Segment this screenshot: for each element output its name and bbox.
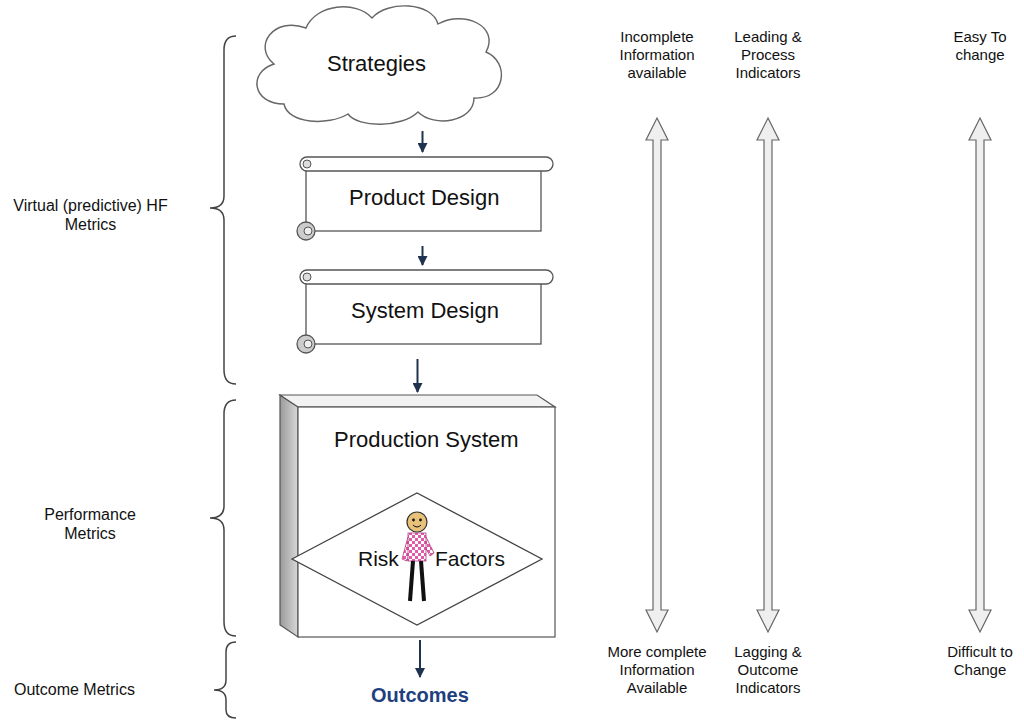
strategy-cloud: Strategies <box>244 0 510 128</box>
risk-diamond: Risk Factors <box>292 493 542 625</box>
double-arrow <box>969 118 991 632</box>
flow-arrow <box>422 131 424 152</box>
curly-bracket <box>214 642 236 718</box>
flow-arrow <box>417 359 419 392</box>
double-arrow <box>757 118 779 632</box>
outcome-text-node: Outcomes <box>345 680 495 712</box>
curly-bracket <box>210 36 236 384</box>
side-label: Performance Metrics <box>30 505 150 543</box>
design-scroll: Product Design <box>290 155 555 243</box>
node-text: Strategies <box>327 51 426 77</box>
side-label: Easy To change <box>942 28 1018 64</box>
flow-arrow <box>419 640 421 677</box>
side-label: More complete Information Available <box>600 643 714 697</box>
curly-bracket <box>210 400 236 636</box>
node-text: System Design <box>351 298 499 324</box>
flow-arrow <box>422 246 424 265</box>
side-label: Virtual (predictive) HF Metrics <box>8 196 173 234</box>
node-text: Risk <box>358 546 399 571</box>
side-label: Leading & Process Indicators <box>728 28 808 82</box>
side-label: Lagging & Outcome Indicators <box>726 643 810 697</box>
design-scroll: System Design <box>290 268 555 356</box>
node-text: Production System <box>334 427 519 453</box>
side-label: Difficult to Change <box>942 643 1018 679</box>
node-text: Factors <box>435 546 505 571</box>
node-text: Product Design <box>349 185 499 211</box>
production-box: Risk Factors Production System <box>280 395 555 637</box>
side-label: Incomplete Information available <box>607 28 707 82</box>
side-label: Outcome Metrics <box>14 680 204 699</box>
person-figure <box>402 512 434 601</box>
node-text: Outcomes <box>371 683 469 707</box>
double-arrow <box>646 118 668 632</box>
